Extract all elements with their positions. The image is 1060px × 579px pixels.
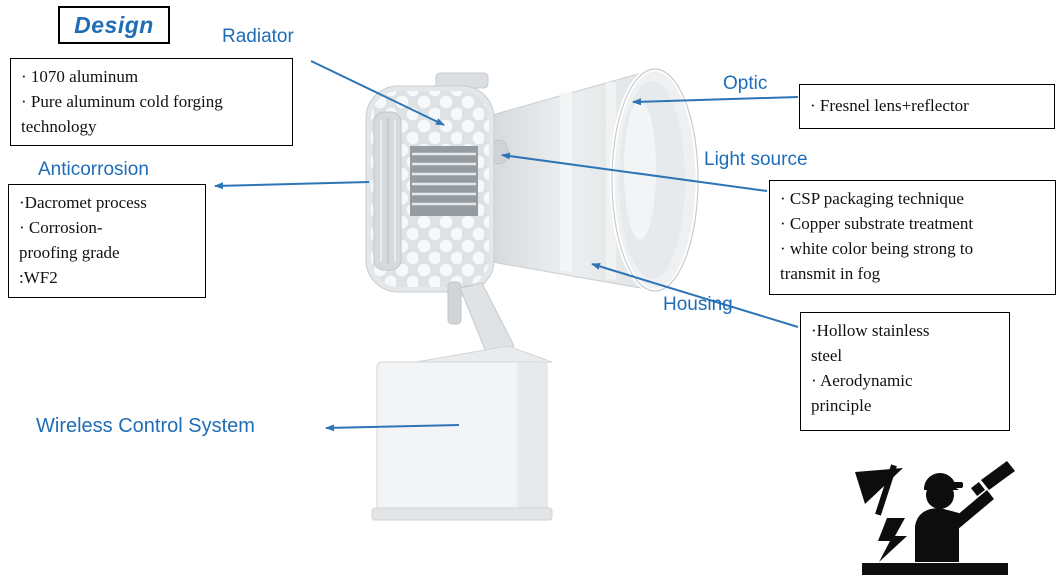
spec-line: · CSP packaging technique <box>780 189 964 208</box>
wireless-arrow <box>325 424 460 432</box>
housing-arrow <box>591 262 799 328</box>
design-title: Design <box>74 11 154 38</box>
spec-line: · Pure aluminum cold forging <box>21 92 223 111</box>
light-source-arrow <box>501 152 768 192</box>
light-source-spec-box: · CSP packaging technique · Copper subst… <box>769 180 1056 295</box>
light-source-label: Light source <box>704 149 808 170</box>
spec-line: proofing grade <box>19 243 120 262</box>
optic-arrow <box>632 96 799 106</box>
spec-line: ·Hollow stainless <box>811 321 930 340</box>
spec-line: · white color being strong to <box>780 239 974 258</box>
spec-line: · Aerodynamic <box>811 371 913 390</box>
callout-arrows <box>214 60 799 432</box>
spec-line: ·Dacromet process <box>19 193 147 212</box>
optic-label: Optic <box>723 73 768 94</box>
brand-logo-icon <box>855 461 1015 575</box>
spec-line: · 1070 aluminum <box>21 67 139 86</box>
wireless-control-label: Wireless Control System <box>36 415 255 437</box>
spec-line: :WF2 <box>19 268 58 287</box>
anticorrosion-label: Anticorrosion <box>38 159 149 180</box>
spec-line: steel <box>811 346 843 365</box>
spec-line: transmit in fog <box>780 264 881 283</box>
housing-spec-box: ·Hollow stainless steel · Aerodynamic pr… <box>800 312 1010 431</box>
radiator-arrow <box>310 60 445 126</box>
optic-spec-box: · Fresnel lens+reflector <box>799 84 1055 129</box>
searchlight-illustration <box>365 66 701 521</box>
radiator-label: Radiator <box>222 26 294 47</box>
spec-line: · Corrosion- <box>19 218 103 237</box>
anticorrosion-spec-box: ·Dacromet process · Corrosion- proofing … <box>8 184 206 298</box>
anticorrosion-arrow <box>214 181 370 190</box>
housing-label: Housing <box>663 294 733 315</box>
spec-line: · Fresnel lens+reflector <box>810 96 969 115</box>
spec-line: principle <box>811 396 872 415</box>
design-title-box: Design <box>58 6 170 44</box>
radiator-spec-box: · 1070 aluminum · Pure aluminum cold for… <box>10 58 293 146</box>
spec-line: · Copper substrate treatment <box>780 214 974 233</box>
spec-line: technology <box>21 117 97 136</box>
